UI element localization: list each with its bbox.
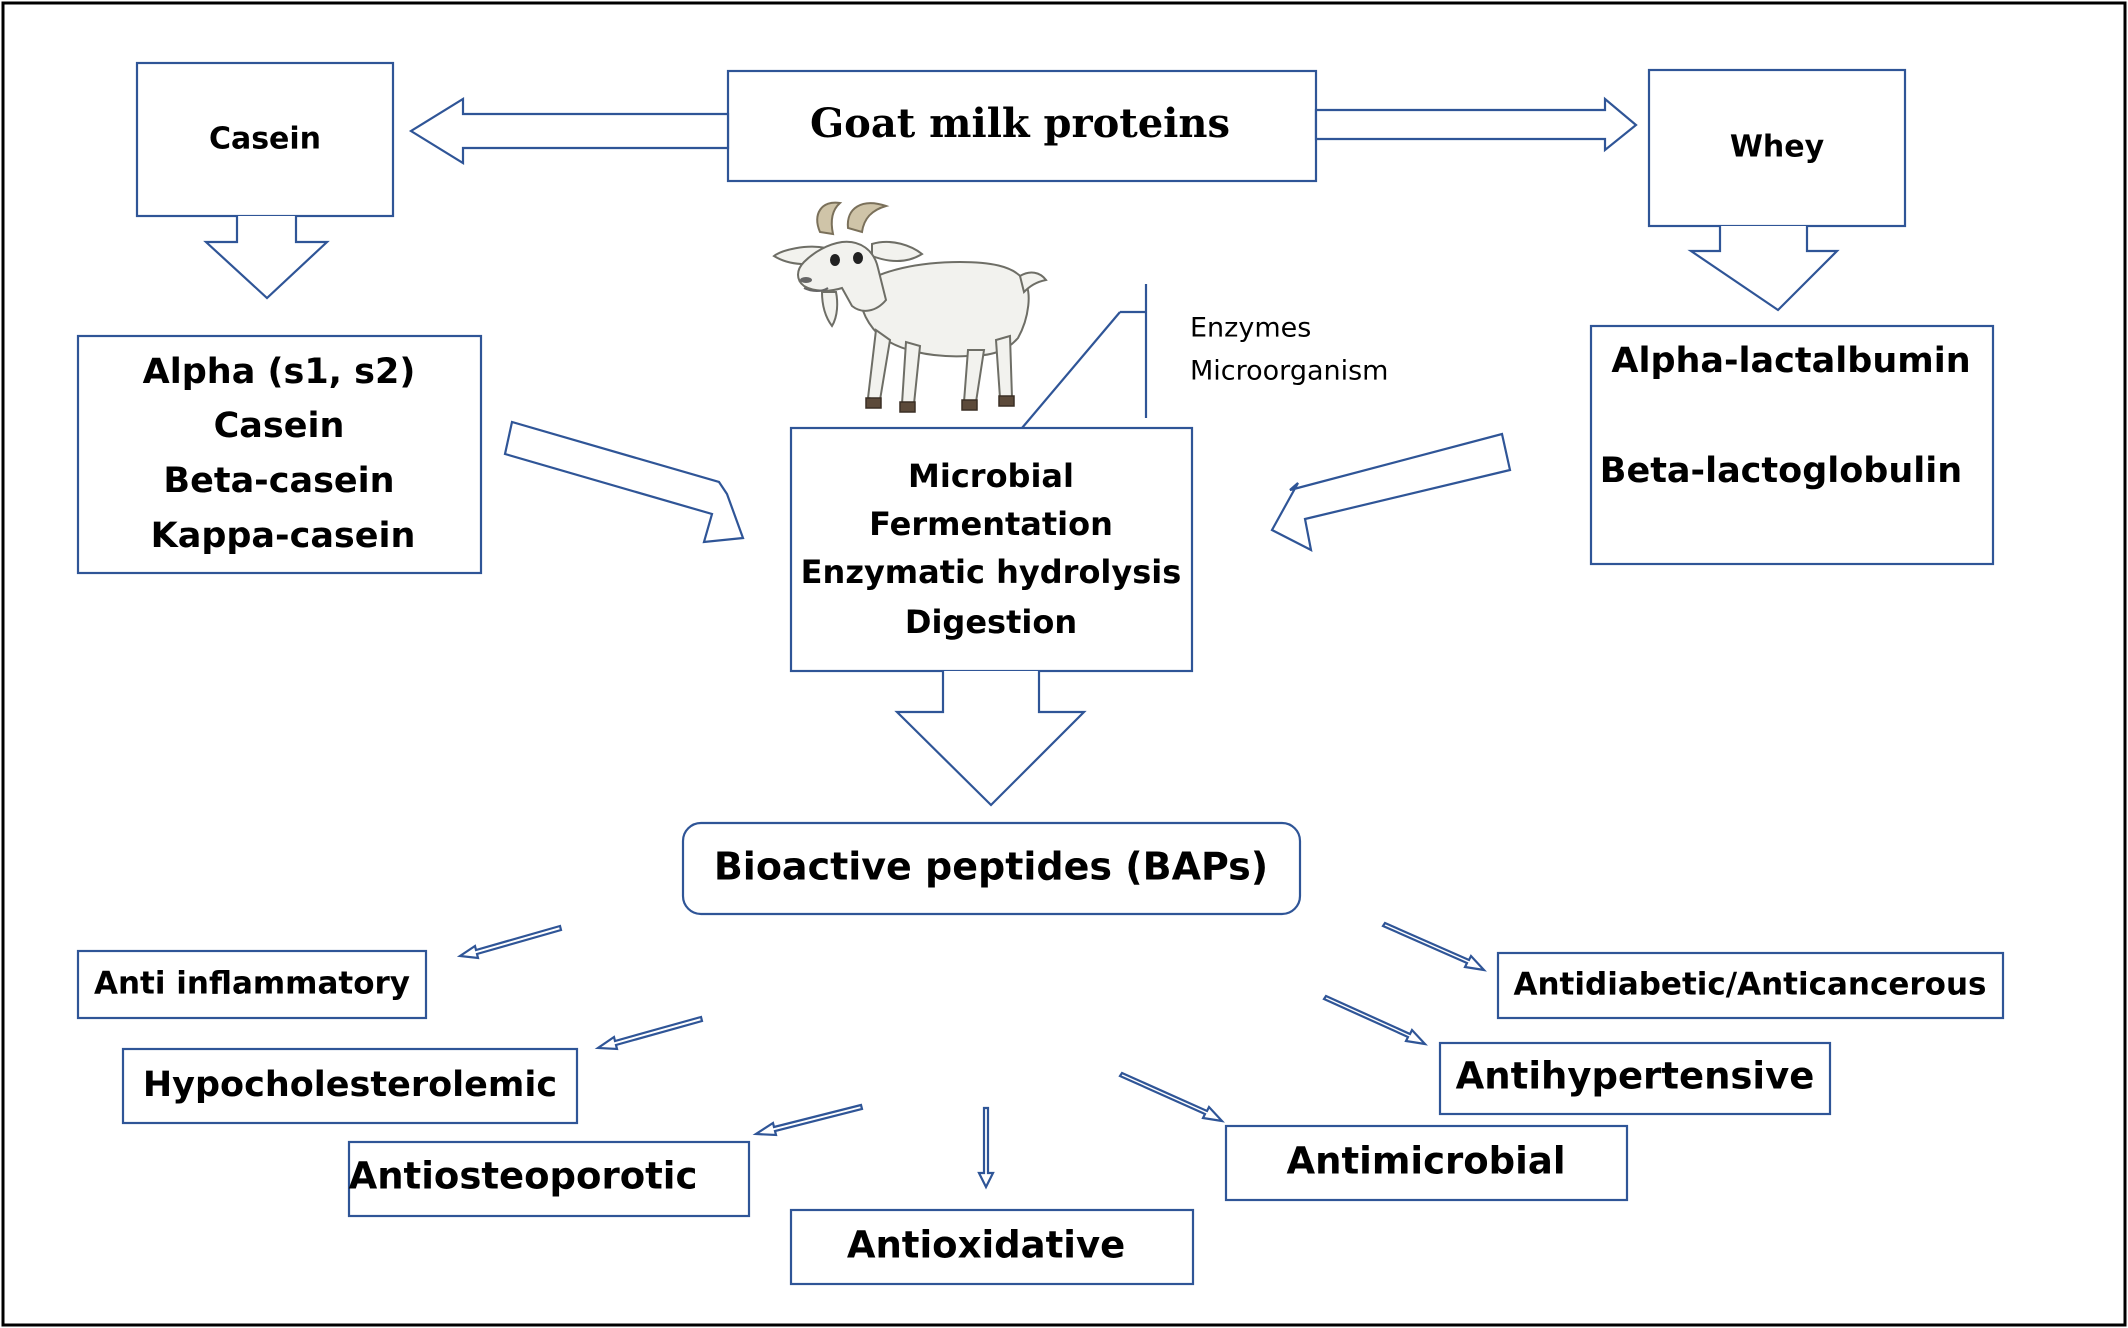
- casein-box: [135, 61, 395, 218]
- process-step-2: Fermentation: [869, 505, 1113, 543]
- whey-types-box: [1589, 324, 1995, 566]
- activity-anti-inflammatory: Anti inflammatory: [94, 966, 410, 1002]
- activity-antidiabetic: Antidiabetic/Anticancerous: [1514, 967, 1987, 1003]
- whey-type-1: Alpha-lactalbumin: [1611, 341, 1970, 381]
- activity-antihypertensive: Antihypertensive: [1456, 1055, 1815, 1098]
- agent-microorganism: Microorganism: [1190, 356, 1388, 387]
- activity-box-antihypertensive: [1438, 1041, 1832, 1116]
- activity-arrows: [456, 921, 1487, 1190]
- process-step-4: Digestion: [905, 603, 1077, 641]
- casein-type-4: Kappa-casein: [151, 516, 416, 556]
- process-step-1: Microbial: [908, 457, 1074, 495]
- casein-label: Casein: [209, 122, 321, 157]
- process-step-3: Enzymatic hydrolysis: [801, 553, 1182, 591]
- activity-box-antiosteoporotic: [347, 1140, 751, 1218]
- title-text: Goat milk proteins: [810, 100, 1230, 147]
- activity-box-antioxidative: [789, 1208, 1195, 1286]
- agent-enzymes: Enzymes: [1190, 313, 1311, 344]
- activity-antimicrobial: Antimicrobial: [1287, 1140, 1566, 1183]
- arrow-casein-to-process: [503, 420, 745, 544]
- whey-box: [1647, 68, 1907, 228]
- baps-box: [681, 821, 1302, 916]
- activity-box-anti-inflammatory: [76, 949, 428, 1020]
- process-box: [789, 426, 1194, 673]
- activity-antioxidative: Antioxidative: [847, 1224, 1125, 1267]
- activity-box-antidiabetic: [1496, 951, 2005, 1020]
- callout-leader: [1021, 311, 1121, 429]
- activity-antiosteoporotic: Antiosteoporotic: [349, 1155, 698, 1198]
- whey-type-2: Beta-lactoglobulin: [1600, 451, 1962, 491]
- whey-label: Whey: [1730, 130, 1825, 165]
- casein-type-2: Casein: [214, 406, 345, 446]
- casein-type-3: Beta-casein: [163, 461, 394, 501]
- casein-types-box: [76, 334, 483, 575]
- arrow-to-casein: [408, 97, 730, 165]
- arrow-whey-to-process: [1270, 432, 1512, 553]
- baps-label: Bioactive peptides (BAPs): [714, 845, 1268, 889]
- goat-illustration: [772, 201, 1048, 413]
- activity-hypocholesterolemic: Hypocholesterolemic: [143, 1065, 557, 1105]
- arrow-casein-down: [203, 216, 330, 300]
- arrow-process-down: [894, 671, 1087, 807]
- activity-box-hypocholesterolemic: [121, 1047, 579, 1125]
- title-box: [726, 69, 1318, 183]
- casein-type-1: Alpha (s1, s2): [143, 352, 416, 392]
- arrow-to-whey: [1314, 96, 1638, 153]
- arrow-whey-down: [1687, 226, 1840, 312]
- activity-box-antimicrobial: [1224, 1124, 1629, 1202]
